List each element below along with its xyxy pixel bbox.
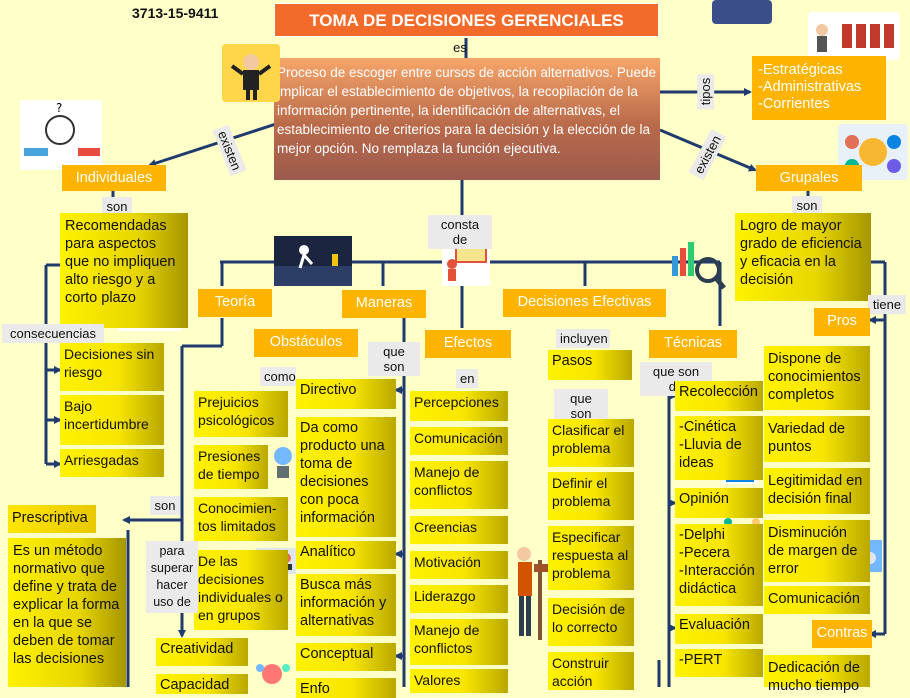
creatividad-item: Capacidad [156,674,248,694]
connector-son-grupales: son [792,196,822,215]
group-meeting-picture [808,12,900,60]
connector-tiene: tiene [868,295,906,314]
businessman-picture [222,44,280,102]
consecuencia-item: Arriesgadas [60,449,164,477]
hurdle-picture [274,236,352,286]
pro-item: Variedad de puntos [764,416,870,462]
connector-consta-de: consta de [428,215,492,249]
efecto-item: Motivación [410,551,508,579]
individuales-node: Individuales [62,165,166,191]
obstaculo-item: De las decisiones individuales o en grup… [194,550,288,630]
obstaculo-item: Prejuicios psicológicos [194,391,288,437]
pro-item: Legitimidad en decisión final [764,468,870,514]
pro-item: Dispone de conocimientos completos [764,346,870,410]
connector-que-son: que son [368,342,420,376]
tipo-item: -Administrativas [758,79,862,95]
paso-item: Clasificar el problema [548,419,634,467]
manera-analitico: Analítico [296,541,396,569]
connector-que-son-pasos: que son [554,389,608,423]
magnifier-chart-picture [664,236,726,290]
decisiones-efectivas-node: Decisiones Efectivas [503,289,666,317]
obstaculos-node: Obstáculos [254,329,358,357]
prescriptiva-node: Prescriptiva [8,505,96,533]
contra-item: Dedicación de mucho tiempo [764,655,870,694]
tecnicas-node: Técnicas [649,330,737,358]
maneras-node: Maneras [342,290,426,318]
svg-text:?: ? [56,101,62,115]
team-picture [838,124,908,180]
connector-en: en [456,369,478,388]
tecnica-opinion: Opinión [675,488,763,518]
tecnica-recoleccion: Recolección [675,381,763,411]
contras-node: Contras [812,620,872,648]
person-photo [712,0,772,24]
paso-item: Construir acción [548,652,634,690]
obstaculo-item: Presiones de tiempo [194,445,268,489]
definition-box: Proceso de escoger entre cursos de acció… [274,58,660,180]
pro-item: Disminución de margen de error [764,520,870,582]
manera-directivo-description: Da como producto una toma de decisiones … [296,417,396,537]
tecnica-evaluacion: Evaluación [675,614,763,644]
manera-conceptual: Conceptual [296,643,396,671]
efectos-node: Efectos [425,330,511,358]
map-title: TOMA DE DECISIONES GERENCIALES [274,3,659,37]
creatividad-item: Creatividad [156,638,248,666]
connector-son-teoria: son [150,496,180,515]
efecto-item: Valores [410,669,508,693]
efecto-item: Liderazgo [410,585,508,613]
obstaculo-item: Conocimien-tos limitados [194,497,288,541]
signpost-person-picture [512,540,548,644]
consecuencia-item: Decisiones sin riesgo [60,343,164,391]
prescriptiva-description: Es un método normativo que define y trat… [8,538,126,687]
connector-es: es [453,40,467,55]
document-code: 3713-15-9411 [132,5,219,21]
pros-node: Pros [814,308,870,336]
tipos-box: -Estratégicas -Administrativas -Corrient… [752,56,886,120]
individuales-description: Recomendadas para aspectos que no impliq… [60,213,188,328]
tecnica-pert: -PERT [675,649,763,677]
creativity-picture [250,660,294,687]
tipo-item: -Estratégicas [758,62,843,78]
manera-directivo: Directivo [296,379,396,409]
grupales-node: Grupales [756,165,862,191]
manera-analitico-description: Busca más información y alternativas [296,574,396,636]
connector-para-superar: para superar hacer uso de [146,541,198,613]
efecto-item: Percepciones [410,391,508,421]
tecnica-opinion-items: -Delphi -Pecera -Interacción didáctica [675,524,763,606]
connector-tipos: tipos [697,73,715,110]
efecto-item: Comunicación [410,427,508,455]
pasos-node: Pasos [548,350,632,380]
tecnica-recoleccion-items: -Cinética -Lluvia de ideas [675,416,763,480]
efecto-item: Manejo de conflictos [410,619,508,665]
consecuencia-item: Bajo incertidumbre [60,395,164,445]
paso-item: Especificar respuesta al problema [548,526,634,590]
grupales-description: Logro de mayor grado de eficiencia y efi… [735,213,871,301]
connector-son-individuales: son [102,197,132,216]
paso-item: Decisión de lo correcto [548,598,634,646]
connector-incluyen: incluyen [556,329,610,348]
tipo-item: -Corrientes [758,96,830,112]
connector-como: como [260,367,296,386]
efecto-item: Creencias [410,516,508,544]
paso-item: Definir el problema [548,472,634,520]
pro-item: Comunicación [764,586,870,614]
manera-conceptual-description: Enfo [296,678,396,698]
teoria-node: Teoría [198,289,272,317]
clock-person-picture [268,444,298,480]
efecto-item: Manejo de conflictos [410,461,508,509]
thinking-person-picture: ? [20,100,102,170]
connector-consecuencias: consecuencias [2,324,104,343]
